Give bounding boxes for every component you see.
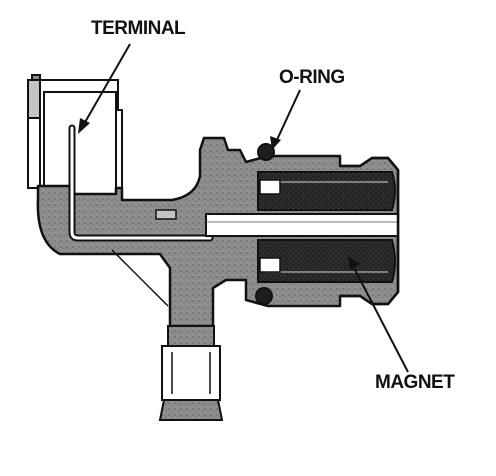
o-ring-label: O-RING bbox=[279, 67, 345, 88]
terminal-arrowhead bbox=[78, 118, 90, 134]
terminal-label: TERMINAL bbox=[91, 18, 186, 39]
oring-leader-line bbox=[275, 89, 301, 143]
terminal-pin bbox=[68, 124, 214, 242]
oring-arrowhead bbox=[270, 136, 281, 150]
mounting-leg bbox=[158, 325, 224, 421]
magnet-leader-line bbox=[351, 263, 409, 373]
magnet-arrowhead bbox=[348, 256, 360, 270]
terminal-leader-line bbox=[83, 43, 131, 125]
magnet-label: MAGNET bbox=[375, 372, 455, 393]
o-ring-seals bbox=[255, 143, 275, 305]
magnet-assembly bbox=[257, 156, 400, 306]
leader-lines bbox=[78, 43, 409, 373]
center-bore bbox=[205, 213, 399, 237]
housing-leader-line bbox=[111, 249, 169, 307]
